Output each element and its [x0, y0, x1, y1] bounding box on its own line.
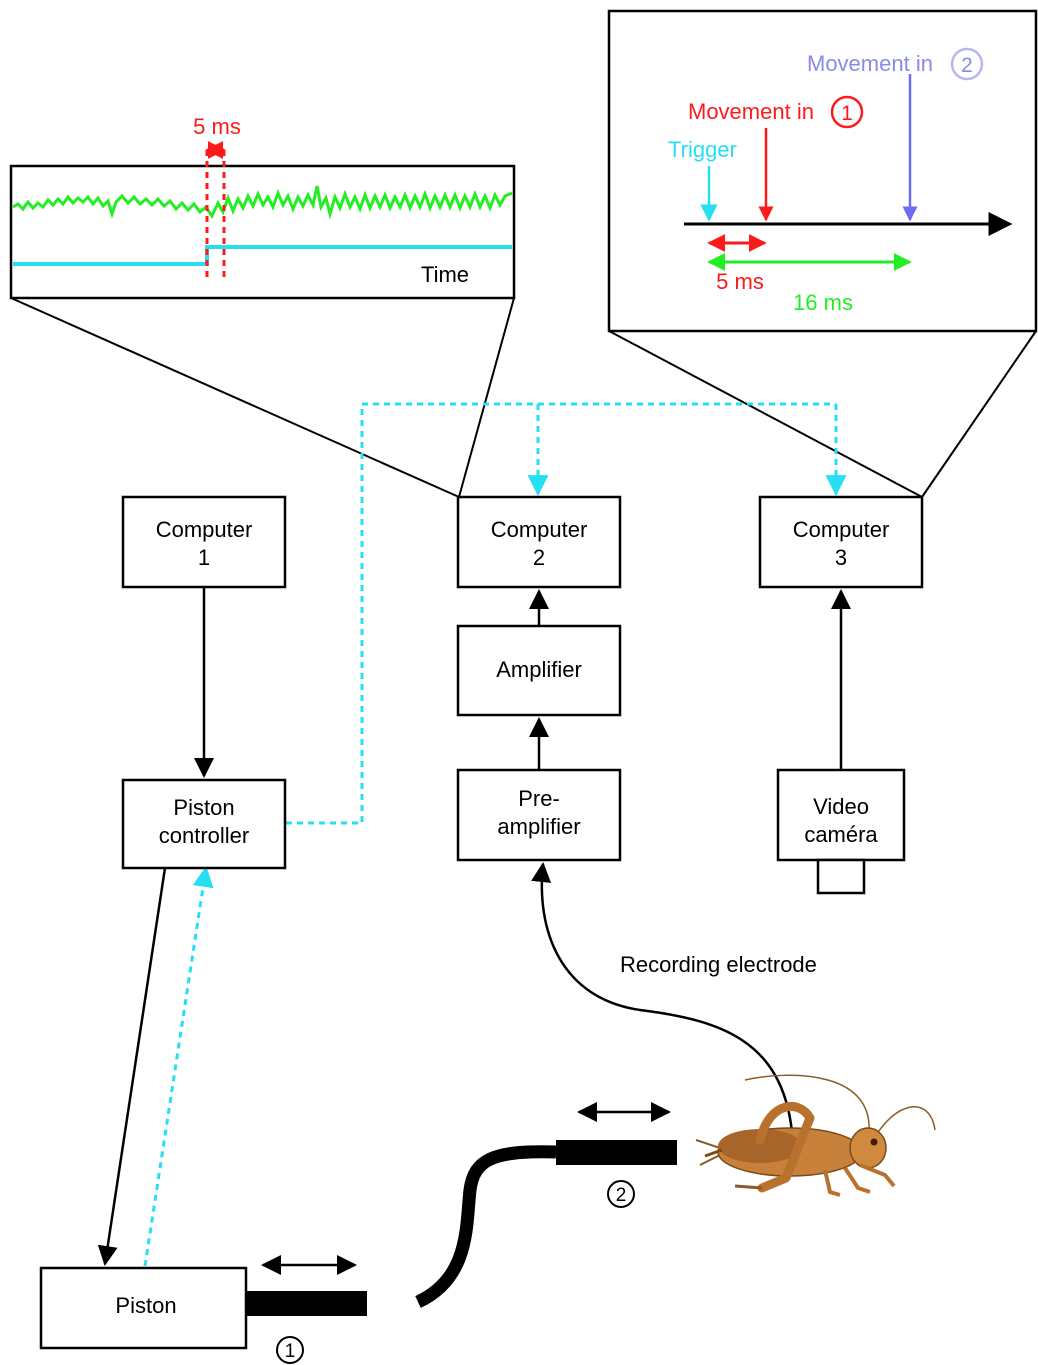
piston-rod [246, 1291, 367, 1316]
piston-controller-label-2: controller [159, 823, 249, 848]
left-delay-label: 5 ms [193, 114, 241, 139]
piston-label: Piston [115, 1293, 176, 1318]
piston-controller-box[interactable]: Piston controller [121, 778, 287, 870]
right-inset-frame [607, 9, 1038, 333]
trigger-label: Trigger [668, 137, 737, 162]
zoom-line-right-a [608, 330, 923, 498]
movement2-number-circle [950, 47, 984, 81]
video-camera-label-1: Video [813, 794, 869, 819]
movement1-label: Movement in [688, 99, 814, 124]
computer-2-label: Computer [491, 517, 588, 542]
trigger-line-piston-to-controller [143, 865, 214, 1267]
delay1-label: 5 ms [716, 269, 764, 294]
stimulus-2: 2 [415, 1102, 677, 1308]
right-inset: Trigger Movement in 1 Movement in 2 5 ms… [607, 9, 1038, 333]
signal-arrows [97, 587, 851, 1266]
movement2-label: Movement in [807, 51, 933, 76]
trigger-wiring [143, 402, 847, 1267]
stimulus2-number: 2 [616, 1185, 627, 1206]
camera-lens-icon [816, 858, 866, 895]
computer-3-label: Computer [793, 517, 890, 542]
stimulus-1: 1 [246, 1255, 367, 1364]
recording-electrode-wire [531, 862, 794, 1133]
piston-box[interactable]: Piston [39, 1266, 248, 1350]
time-axis-label: Time [421, 262, 469, 287]
video-camera-label-2: caméra [804, 822, 878, 847]
piston-controller-label-1: Piston [173, 795, 234, 820]
delay2-label: 16 ms [793, 290, 853, 315]
neural-trace [12, 185, 513, 220]
zoom-line-left-a [10, 297, 460, 498]
preamplifier-label-2: amplifier [497, 814, 580, 839]
movement1-number-circle [830, 95, 864, 129]
computer-2-number: 2 [533, 545, 545, 570]
left-inset-frame [9, 164, 516, 300]
stimulus1-number-circle [276, 1336, 304, 1364]
video-camera-box[interactable]: Video caméra [776, 768, 906, 895]
amplifier-box[interactable]: Amplifier [456, 624, 622, 717]
left-inset: 5 ms Time [9, 114, 516, 300]
stimulus1-number: 1 [285, 1341, 296, 1362]
zoom-line-left-b [458, 297, 515, 498]
air-tube [415, 1145, 557, 1308]
cricket-insect-icon [695, 1074, 936, 1197]
air-nozzle [556, 1140, 677, 1165]
computer-1-number: 1 [198, 545, 210, 570]
preamplifier-label-1: Pre- [518, 786, 560, 811]
computer-3-number: 3 [835, 545, 847, 570]
movement2-number: 2 [961, 54, 973, 77]
trigger-line-controller-to-bus [286, 402, 836, 825]
stimulus2-number-circle [607, 1180, 635, 1208]
computer-2-box[interactable]: Computer 2 [456, 495, 622, 589]
computer-1-box[interactable]: Computer 1 [121, 495, 287, 589]
movement1-number: 1 [841, 102, 853, 125]
computer-3-box[interactable]: Computer 3 [758, 495, 924, 589]
preamplifier-box[interactable]: Pre- amplifier [456, 768, 622, 862]
computer-1-label: Computer [156, 517, 253, 542]
trigger-trace [13, 245, 512, 266]
amplifier-label: Amplifier [496, 657, 582, 682]
zoom-line-right-b [921, 330, 1037, 498]
recording-electrode-label: Recording electrode [620, 952, 817, 977]
arrow-controller-to-piston [97, 867, 167, 1266]
